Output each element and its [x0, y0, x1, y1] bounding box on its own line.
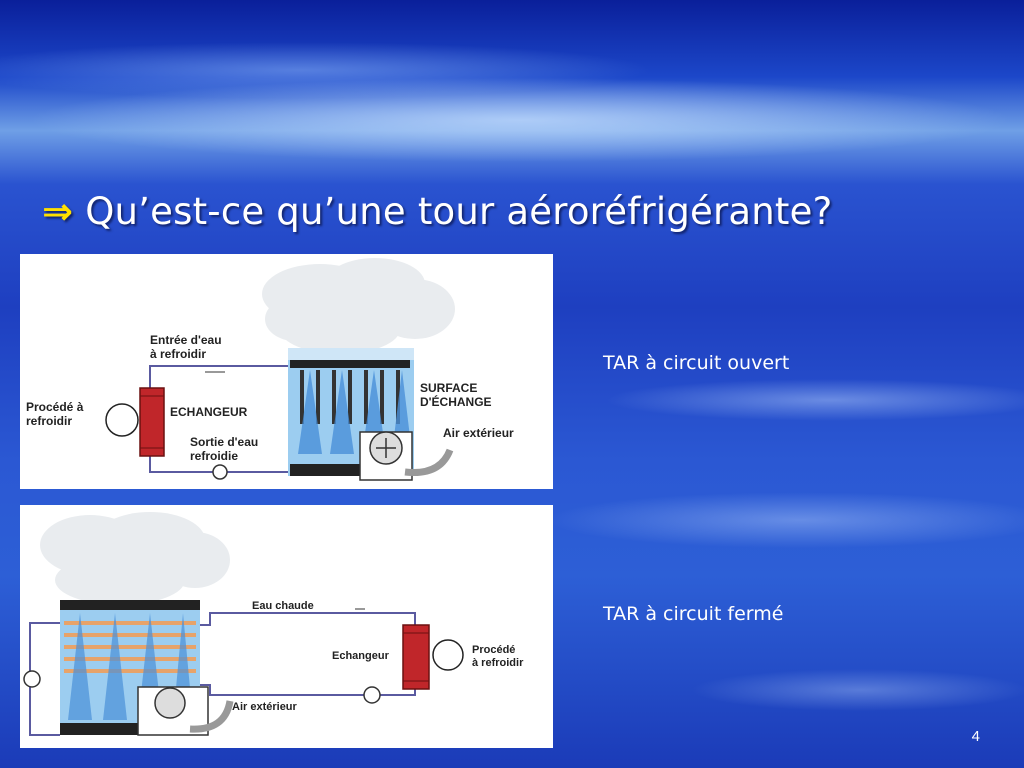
slide-title-text: Qu’est-ce qu’une tour aéroréfrigérante? [85, 190, 833, 233]
page-number: 4 [971, 728, 980, 745]
label-outside-air: Air extérieur [443, 426, 514, 440]
label-exchanger: Echangeur [332, 650, 390, 662]
label-outlet-2: refroidie [190, 449, 238, 463]
fan-cross [376, 438, 396, 458]
vapor-cloud [40, 512, 230, 605]
tower-basin [290, 464, 380, 476]
label-inlet-1: Entrée d'eau [150, 333, 222, 347]
caption-open-circuit: TAR à circuit ouvert [603, 352, 790, 374]
tower-drift-eliminator [290, 360, 410, 368]
label-process-2: à refroidir [472, 657, 524, 669]
label-exchanger: ECHANGEUR [170, 405, 248, 419]
tower-distributor [288, 348, 414, 360]
label-surface-1: SURFACE [420, 381, 477, 395]
pump-icon [23, 670, 41, 688]
label-process-1: Procédé à [26, 400, 84, 414]
open-circuit-diagram: Entrée d'eau à refroidir Procédé à refro… [20, 254, 553, 489]
pump-icon [363, 686, 381, 704]
exchanger-icon [402, 624, 430, 690]
closed-circuit-diagram: Eau chaude Echangeur Procédé à refroidir… [20, 505, 553, 748]
label-inlet-2: à refroidir [150, 347, 206, 361]
fan-icon [154, 687, 186, 719]
caption-closed-circuit: TAR à circuit fermé [603, 603, 784, 625]
tower-drift-eliminator [60, 600, 200, 610]
title-arrow-icon: ⇒ [42, 190, 74, 233]
process-icon [432, 639, 464, 671]
label-surface-2: D'ÉCHANGE [420, 394, 492, 409]
exchanger-icon [139, 387, 165, 457]
label-outlet-1: Sortie d'eau [190, 435, 258, 449]
outside-air-arrow-icon [404, 448, 454, 477]
open-circuit-svg: Entrée d'eau à refroidir Procédé à refro… [26, 258, 514, 481]
outside-air-arrow-icon [189, 700, 234, 733]
label-outside-air: Air extérieur [232, 701, 298, 713]
slide-title: ⇒ Qu’est-ce qu’une tour aéroréfrigérante? [42, 190, 832, 233]
label-hot-water: Eau chaude [252, 600, 314, 612]
pump-icon [212, 464, 228, 480]
vapor-cloud [262, 258, 455, 354]
process-icon [105, 403, 139, 437]
label-process-2: refroidir [26, 414, 72, 428]
closed-circuit-svg: Eau chaude Echangeur Procédé à refroidir… [23, 512, 524, 736]
label-process-1: Procédé [472, 644, 515, 656]
coil-bundle [64, 621, 196, 673]
